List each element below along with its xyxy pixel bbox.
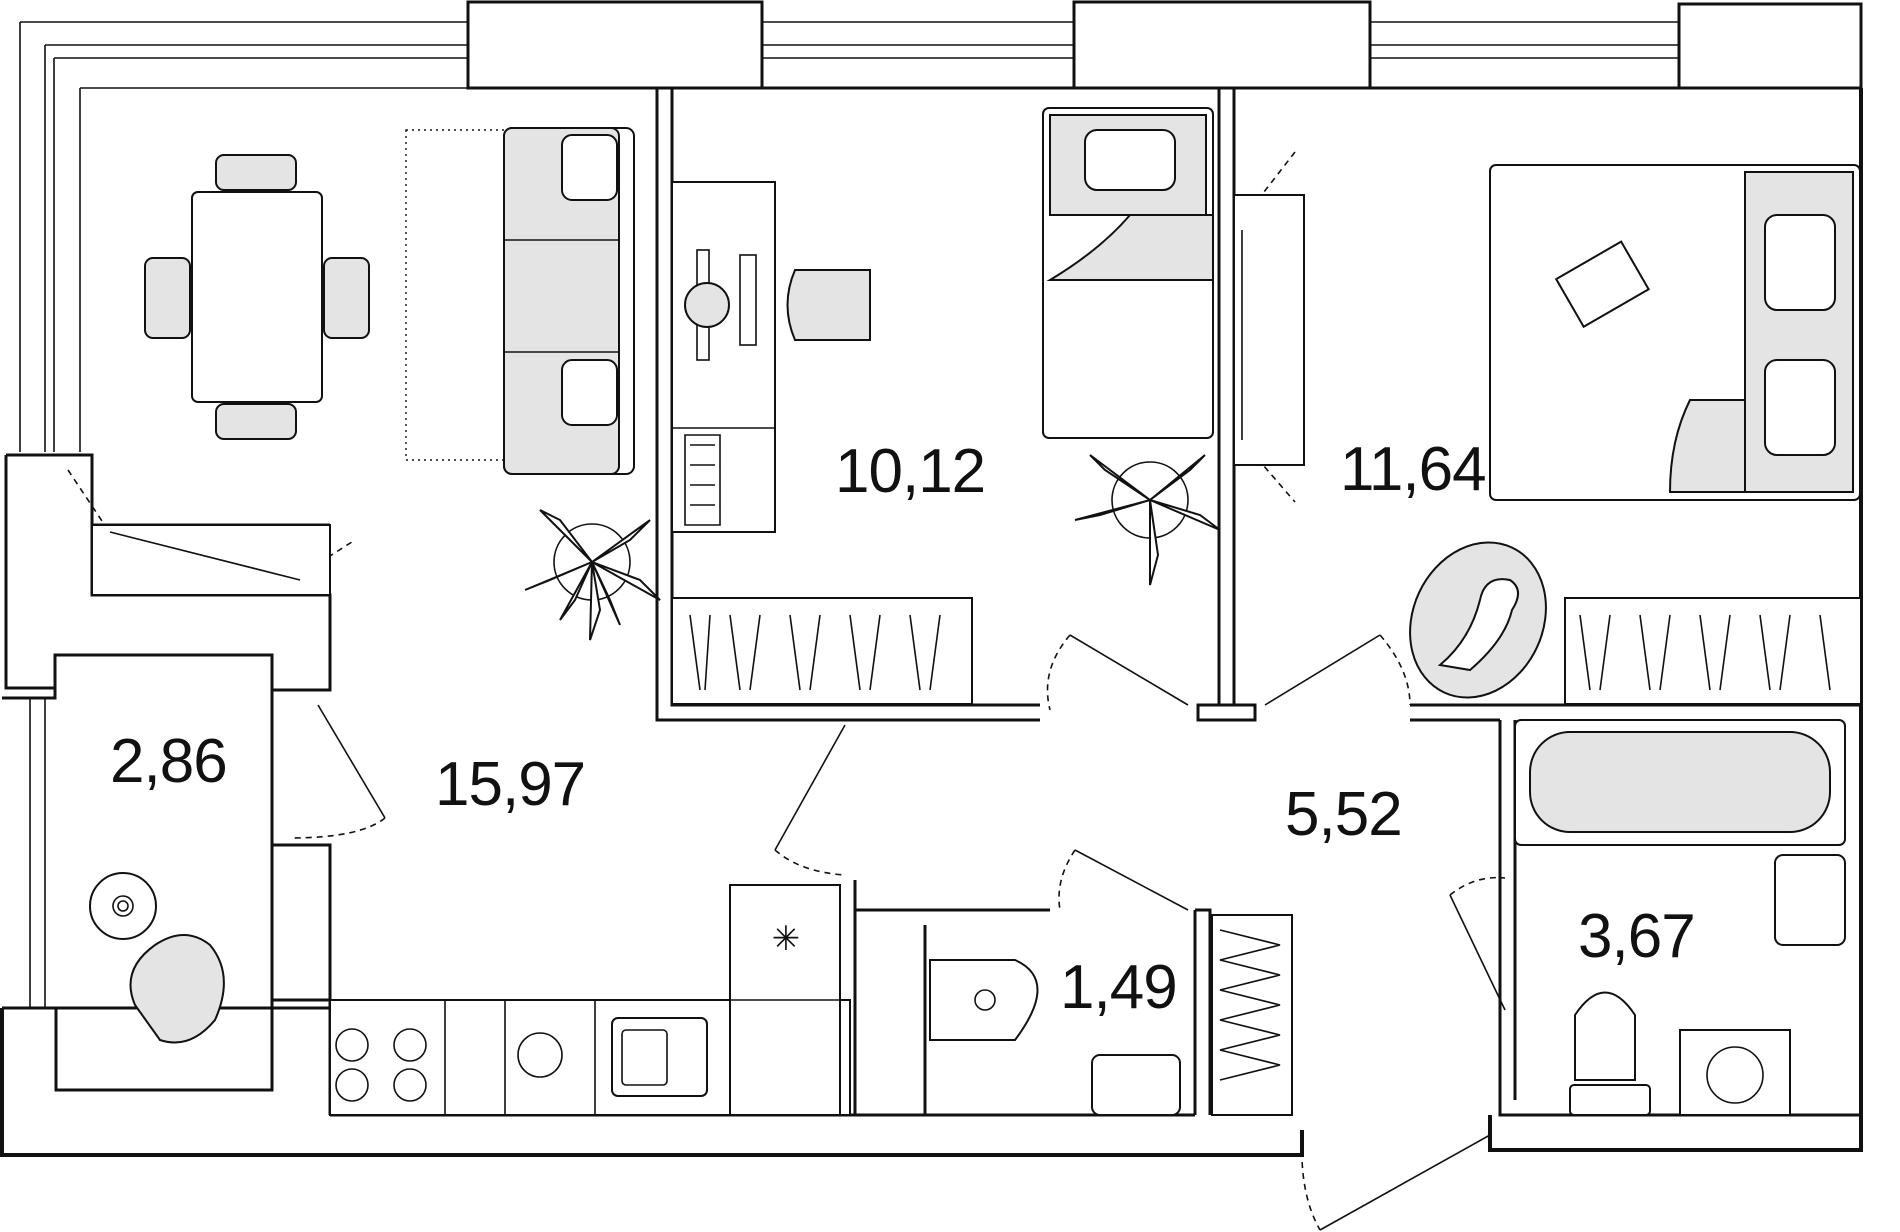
wall-bedroom-small-left [655,88,1040,722]
door-bedroom-large-swing [1379,634,1411,706]
area-label-balcony: 2,86 [110,727,227,796]
wardrobe-large [1564,597,1862,705]
window-block-left [466,0,764,90]
keyboard [739,254,757,346]
door-balcony-swing [289,817,386,839]
dining-table [191,191,323,403]
balcony-furniture [89,872,225,1044]
sofa [405,127,635,475]
wall-stub [6,453,94,525]
laptop-icon [1554,240,1651,329]
tv-stand [1233,194,1305,466]
blanket-fold [1046,214,1214,281]
tv-unit [1233,194,1305,466]
wall-between-bedrooms [1217,88,1236,705]
kitchen: ✳ [329,884,851,1116]
window-block-right [1677,2,1863,90]
area-label-bathroom: 3,67 [1578,902,1695,971]
sofa-pillow-2 [561,359,618,426]
hob-burner-1 [335,1028,369,1062]
washing-machine [1679,1029,1791,1116]
door-living [774,724,846,851]
bookshelf [684,434,721,526]
balcony-wall [2,653,274,1092]
armchair [129,934,225,1044]
area-label-bedroom-large: 11,64 [1340,435,1486,504]
double-bed [1489,164,1861,501]
chair-right [323,257,370,339]
bathroom-fixtures [1514,719,1846,1116]
toilet-bowl [929,959,1039,1041]
desk-lamp [684,282,730,328]
wardrobe-living [91,524,331,596]
door-bathroom-swing [1449,876,1506,896]
wardrobe-small [671,597,973,705]
blanket-fold [1668,399,1746,493]
area-label-living-kitchen: 15,97 [435,750,585,819]
hob-burner-4 [393,1068,427,1102]
balcony-glazing [29,698,46,1008]
pillow-icon [1084,129,1176,191]
desk-area [671,181,871,533]
plant-icon [1074,454,1221,586]
bath-sink [1774,854,1846,946]
bath-toilet [1574,991,1636,1081]
pillow-icon [1764,214,1836,311]
round-table [89,872,157,940]
desk [671,181,776,533]
dining-set [144,154,370,440]
chair-bottom [215,403,297,440]
chair-left [144,257,191,339]
pillow-icon [1764,359,1836,456]
door-toilet-swing [1058,849,1076,911]
wall-toilet-right [1193,908,1212,1115]
window-glazing-top [762,21,1679,59]
snowflake-icon: ✳ [772,919,801,959]
cat-rug-icon [1409,541,1547,699]
door-bedroom-large [1264,634,1381,706]
single-bed [1042,107,1214,439]
area-label-toilet: 1,49 [1060,953,1177,1022]
toilet-cabinet [1211,914,1293,1116]
sofa-pillow-1 [561,134,618,201]
toilet-sink [1091,1054,1181,1116]
wall-balcony-door [272,843,332,1002]
door-bedroom-small-swing [1046,634,1071,711]
hob-burner-3 [335,1068,369,1102]
hob-burner-2 [393,1028,427,1062]
area-labels: 15,97 10,12 11,64 5,52 2,86 1,49 3,67 [110,435,1696,1022]
area-label-hallway: 5,52 [1285,780,1402,849]
sink [611,1017,708,1097]
wall-toilet [853,880,1050,1115]
toilet-room [929,914,1293,1116]
doors [67,151,1506,1231]
sofa-seams [504,239,620,353]
wardrobe-living-door [109,531,301,581]
door-balcony [317,704,386,819]
plant-icon [524,509,661,641]
door-entrance [1319,1134,1491,1231]
wardrobe-small-body [671,597,973,705]
dishwasher-icon [517,1032,563,1078]
door-bedroom-small [1069,634,1189,706]
door-bathroom [1449,894,1506,1011]
door-entrance-swing [1301,1139,1321,1231]
door-toilet [1074,849,1189,911]
chair-top [215,154,297,191]
window-block-middle [1072,0,1372,90]
window-sash-line [67,469,109,531]
rug-outline [405,129,507,461]
wall-door-post [1196,703,1257,722]
wardrobe-large-body [1564,597,1862,705]
bathtub-basin [1529,731,1831,833]
window-glazing-left [19,21,468,452]
desk-chair [786,269,871,341]
door-living-swing [774,849,846,876]
wardrobe-door-line [1249,151,1296,211]
area-label-bedroom-small: 10,12 [835,437,985,506]
wall-bedroom-large-bottom [1410,703,1861,722]
wardrobe-living-body [91,524,331,596]
